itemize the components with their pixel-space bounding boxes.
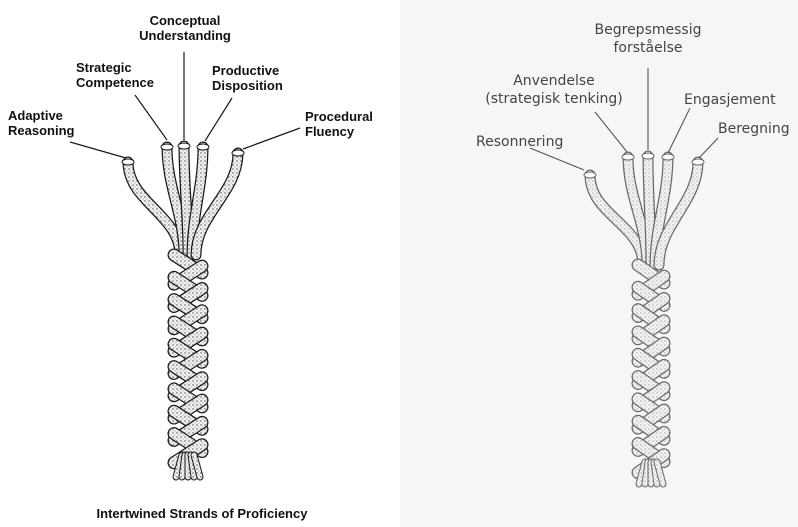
strand-end [584,172,596,178]
rope-strands [122,143,244,477]
label-resonnering: Resonnering [476,133,563,151]
label-beregning: Beregning [718,120,790,138]
strand-end [662,154,674,160]
figure-caption: Intertwined Strands of Proficiency [62,506,342,521]
label-productive-disposition: Productive Disposition [212,63,283,93]
label-procedural-fluency: Procedural Fluency [305,109,373,139]
strand-end [197,144,209,150]
strand-end [161,144,173,150]
label-begrepsmessig-forstaelse: Begrepsmessig forståelse [578,21,718,57]
english-panel: Conceptual Understanding Strategic Compe… [0,0,400,527]
strand-end [622,154,634,160]
strand-end [692,159,704,165]
strand-end [122,159,134,165]
label-engasjement: Engasjement [684,91,776,109]
label-adaptive-reasoning: Adaptive Reasoning [8,108,74,138]
label-conceptual-understanding: Conceptual Understanding [126,13,244,43]
strand-end [642,153,654,159]
strand-end [178,143,190,149]
label-strategic-competence: Strategic Competence [76,60,154,90]
label-anvendelse: Anvendelse (strategisk tenking) [470,72,638,108]
rope-strands [584,153,704,484]
strand-end [232,150,244,156]
braided-rope-icon [0,0,400,527]
norwegian-panel: Begrepsmessig forståelse Anvendelse (str… [400,0,798,527]
